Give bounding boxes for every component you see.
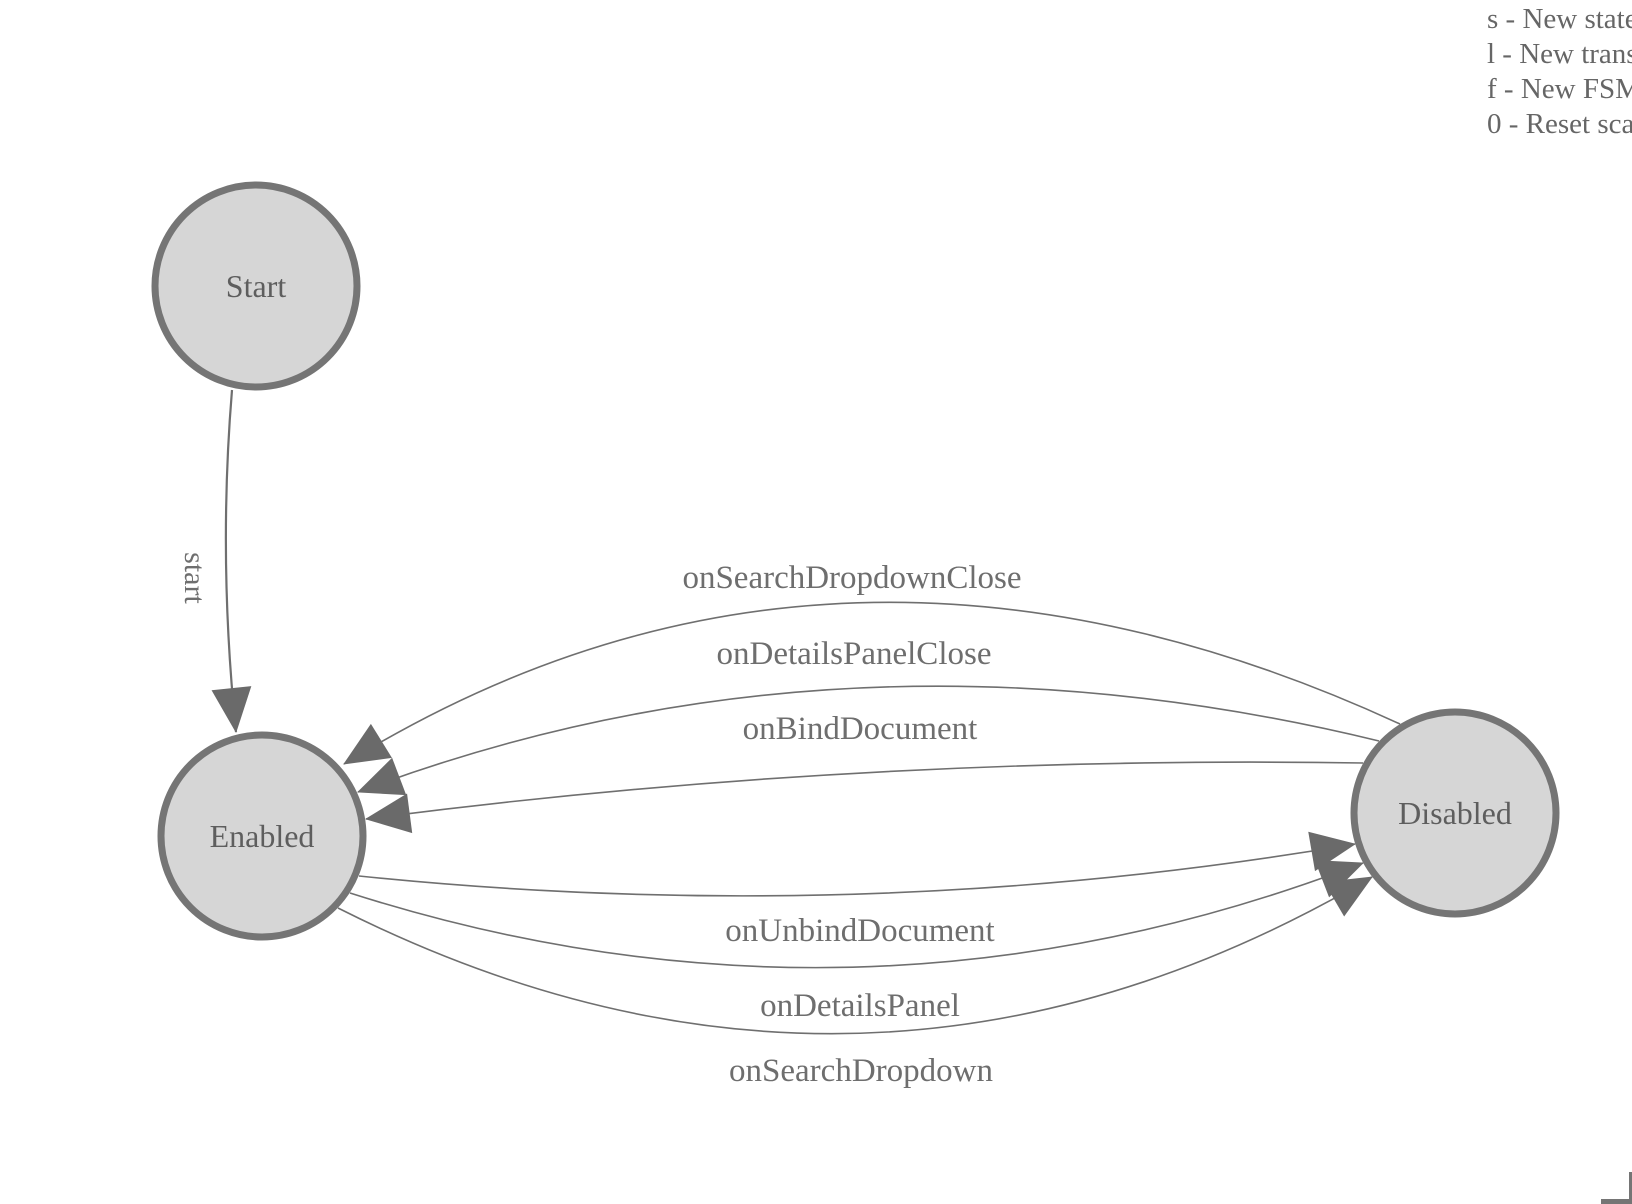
shortcut-legend: s - New state l - New transition f - New… — [1487, 2, 1632, 142]
legend-line-new-transition: l - New transition — [1487, 38, 1632, 70]
transition-edge-onUnbindDocument[interactable] — [358, 831, 1356, 897]
canvas-corner-horizontal-bar — [1601, 1199, 1632, 1204]
transition-edge-onDetailsPanelClose[interactable] — [357, 685, 1380, 796]
transition-label-onSearchDropdown[interactable]: onSearchDropdown — [729, 1053, 993, 1089]
transition-edge-onSearchDropdownClose[interactable] — [343, 601, 1401, 765]
transition-edge-onDetailsPanel[interactable] — [349, 860, 1364, 969]
state-circle-enabled[interactable] — [157, 731, 367, 941]
transition-edge-onBindDocument[interactable] — [365, 761, 1364, 834]
state-node-enabled[interactable]: Enabled — [157, 731, 367, 941]
transition-label-onSearchDropdownClose[interactable]: onSearchDropdownClose — [682, 560, 1021, 596]
state-node-disabled[interactable]: Disabled — [1350, 708, 1560, 918]
canvas-corner-vertical-bar — [1629, 1172, 1632, 1204]
state-circle-disabled[interactable] — [1350, 708, 1560, 918]
transition-edge-start[interactable] — [211, 389, 252, 733]
transition-edge-onSearchDropdown[interactable] — [337, 876, 1373, 1035]
state-circle-start[interactable] — [151, 181, 361, 391]
transition-label-onDetailsPanel[interactable]: onDetailsPanel — [760, 988, 960, 1024]
transition-label-start[interactable]: start — [178, 552, 211, 604]
state-label-enabled: Enabled — [210, 818, 315, 854]
transition-label-onDetailsPanelClose[interactable]: onDetailsPanelClose — [717, 636, 992, 672]
legend-line-reset-scale: 0 - Reset scale — [1487, 108, 1632, 140]
state-label-disabled: Disabled — [1398, 795, 1512, 831]
state-node-start[interactable]: Start — [151, 181, 361, 391]
legend-line-new-state: s - New state — [1487, 3, 1632, 35]
legend-line-new-fsm: f - New FSM — [1487, 73, 1632, 105]
transition-label-onBindDocument[interactable]: onBindDocument — [743, 711, 978, 747]
transition-label-onUnbindDocument[interactable]: onUnbindDocument — [725, 913, 994, 949]
state-label-start: Start — [226, 268, 287, 304]
